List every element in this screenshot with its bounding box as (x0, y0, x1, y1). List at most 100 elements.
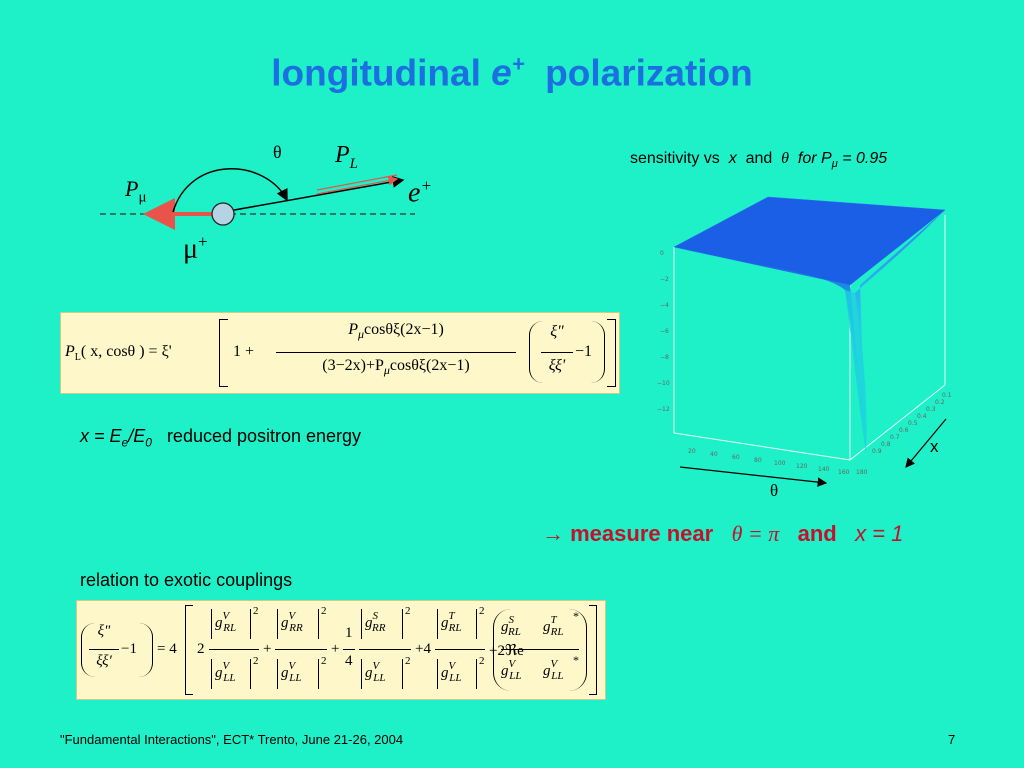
term2-den: gVLL (281, 660, 302, 684)
x-tick: 0.5 (908, 420, 918, 427)
x-tick: 0.3 (926, 406, 936, 413)
plot-caption: sensitivity vs x and θ for Pμ = 0.95 (630, 150, 888, 171)
z-ticks: 0 −2 −4 −6 −8 −10 −12 (657, 250, 670, 413)
term2-den-sq: 2 (321, 655, 327, 667)
term1-den: gVLL (215, 660, 236, 684)
definition-desc: reduced positron energy (166, 426, 362, 446)
relation-lhs-bar (89, 649, 119, 650)
result-line: → measure near θ = π and x = 1 (542, 521, 904, 546)
term4-den-abs (437, 659, 477, 689)
quarter-bar (343, 649, 355, 650)
theta-axis-arrow (679, 466, 828, 487)
term3-den-sq: 2 (405, 655, 411, 667)
formula-numerator: Pμcosθξ(2x−1) (348, 321, 444, 342)
relation-two: 2 (197, 641, 205, 657)
x-tick: 0.8 (881, 441, 891, 448)
theta-tick: 60 (732, 454, 740, 461)
term3-num: gSRR (365, 610, 386, 634)
term1-bar (209, 649, 259, 650)
relation-lhs-num: ξ" (97, 623, 111, 639)
decay-diagram-svg (100, 168, 415, 230)
theta-label: θ (273, 142, 282, 162)
x-axis-label: x (930, 437, 939, 456)
z-tick: −6 (660, 328, 669, 335)
relation-eq-four: = 4 (157, 641, 177, 657)
re-bar (501, 649, 579, 650)
z-tick: 0 (660, 250, 664, 257)
positron-arrow (222, 175, 405, 213)
term1-num-sq: 2 (253, 605, 259, 617)
relation-bracket-left (185, 605, 193, 695)
re-den-1: gVLL (501, 658, 522, 682)
re-term: +2ℜe (489, 643, 524, 659)
x-tick: 0.7 (890, 434, 900, 441)
term4-num: gTRL (441, 610, 462, 634)
x-ticks: 0.9 0.8 0.7 0.6 0.5 0.4 0.3 0.2 0.1 (872, 392, 952, 455)
term3-bar (359, 649, 411, 650)
term4-num-sq: 2 (479, 605, 485, 617)
paren-group (529, 321, 605, 383)
theta-tick: 20 (688, 448, 696, 455)
term3-den: gVLL (365, 660, 386, 684)
term3-den-abs (361, 659, 403, 689)
term1-num: gVRL (215, 610, 237, 634)
theta-arc-arrow (172, 168, 288, 213)
formula-denominator: (3−2x)+Pμcosθξ(2x−1) (322, 357, 470, 378)
title-text-2: polarization (545, 52, 753, 94)
muon-circle (211, 202, 235, 226)
re-den-2: gVLL (543, 658, 564, 682)
xi-ratio-num: ξ" (550, 323, 564, 340)
re-paren (493, 609, 587, 691)
pl-label: PL (335, 142, 359, 172)
term2-den-abs (277, 659, 319, 689)
term4-den: gVLL (441, 660, 462, 684)
slide-title: longitudinal e+ polarization (0, 52, 1024, 94)
title-text: longitudinal (271, 52, 481, 94)
formula-relation: ξ" ξξ' −1 = 4 2 gVRL 2 gVLL 2 + gVRR 2 g… (76, 600, 606, 700)
term4-bar (435, 649, 485, 650)
term1-den-abs (211, 659, 251, 689)
plus-4: +4 (415, 641, 431, 657)
formula-pl-lhs: PL( x, cosθ ) = ξ' (65, 343, 172, 364)
re-star-1: * (573, 609, 579, 623)
quarter-num: 1 (345, 625, 353, 641)
definition-line: x = Ee/E0 reduced positron energy (80, 426, 362, 450)
plus-1: + (263, 641, 272, 657)
term1-den-sq: 2 (253, 655, 259, 667)
x-axis-arrow (905, 418, 947, 468)
pl-arrow-1 (316, 174, 398, 191)
x-tick: 0.4 (917, 413, 927, 420)
minus-one: −1 (575, 343, 593, 360)
quarter-den: 4 (345, 653, 353, 669)
title-positron: e+ (491, 52, 525, 94)
xi-ratio-den: ξξ' (548, 357, 566, 374)
z-tick: −4 (660, 302, 669, 309)
surface-top (673, 196, 946, 286)
x-tick: 0.6 (899, 427, 909, 434)
theta-tick: 140 (818, 466, 830, 473)
xi-ratio-bar (541, 352, 573, 353)
surface-well-core (845, 290, 867, 453)
bracket-left (219, 319, 228, 387)
pmu-label: Pμ (125, 176, 147, 206)
term4-den-sq: 2 (479, 655, 485, 667)
z-tick: −8 (660, 354, 669, 361)
re-num-2: gTRL (543, 614, 564, 638)
formula-fraction-bar (276, 352, 516, 353)
term3-num-sq: 2 (405, 605, 411, 617)
formula-one-plus: 1 + (233, 343, 255, 360)
relation-lhs-minus: −1 (121, 641, 137, 657)
term2-bar (275, 649, 327, 650)
surface-plot: 0 −2 −4 −6 −8 −10 −12 20 40 60 80 100 12… (640, 185, 960, 505)
theta-tick: 180 (856, 469, 868, 476)
re-num-1: gSRL (501, 614, 521, 638)
relation-lhs-den: ξξ' (96, 653, 112, 669)
relation-bracket-right (589, 605, 597, 695)
muon-label: μ+ (183, 232, 208, 265)
term2-num-sq: 2 (321, 605, 327, 617)
bracket-right (607, 319, 616, 387)
surface-well-right (855, 210, 945, 453)
plus-2: + (331, 641, 340, 657)
decay-diagram: θ PL Pμ e+ μ+ (95, 140, 455, 280)
term2-num: gVRR (281, 610, 303, 634)
